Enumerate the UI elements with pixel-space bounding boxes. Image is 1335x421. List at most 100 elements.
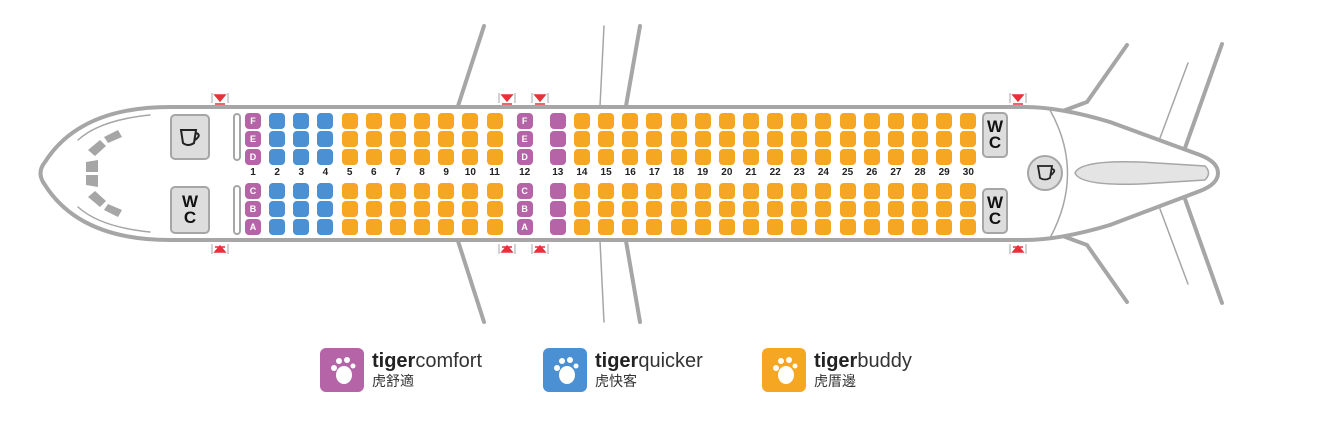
seat-4A[interactable] [317,219,334,235]
seat-16C[interactable] [622,183,639,199]
seat-15A[interactable] [598,219,615,235]
seat-20F[interactable] [718,113,735,129]
seat-26B[interactable] [863,201,880,217]
seat-28D[interactable] [912,149,929,165]
seat-3F[interactable] [293,113,310,129]
seat-6D[interactable] [365,149,382,165]
seat-22B[interactable] [767,201,784,217]
seat-22A[interactable] [767,219,784,235]
seat-9E[interactable] [438,131,455,147]
seat-1B[interactable]: B [245,201,261,217]
seat-7F[interactable] [389,113,406,129]
seat-23A[interactable] [791,219,808,235]
seat-1C[interactable]: C [245,183,261,199]
seat-4F[interactable] [317,113,334,129]
seat-14E[interactable] [573,131,590,147]
seat-30F[interactable] [960,113,977,129]
seat-21D[interactable] [743,149,759,165]
seat-22E[interactable] [767,131,784,147]
seat-16D[interactable] [622,149,639,165]
seat-6A[interactable] [365,219,382,235]
seat-28A[interactable] [912,219,929,235]
seat-26E[interactable] [863,131,880,147]
seat-24B[interactable] [815,201,832,217]
seat-18E[interactable] [670,131,687,147]
seat-12E[interactable]: E [516,131,533,147]
seat-17F[interactable] [646,113,663,129]
seat-10C[interactable] [462,183,479,199]
seat-18A[interactable] [670,219,687,235]
seat-6C[interactable] [365,183,382,199]
seat-26A[interactable] [863,219,880,235]
seat-20A[interactable] [718,219,735,235]
seat-9D[interactable] [438,149,455,165]
seat-3D[interactable] [293,149,310,165]
seat-10A[interactable] [462,219,479,235]
seat-12A[interactable]: A [516,219,533,235]
seat-30D[interactable] [960,149,977,165]
seat-9C[interactable] [438,183,455,199]
seat-1E[interactable]: E [245,131,261,147]
seat-4D[interactable] [317,149,334,165]
seat-26D[interactable] [863,149,880,165]
seat-13E[interactable] [549,131,566,147]
seat-3A[interactable] [293,219,310,235]
seat-13D[interactable] [549,149,566,165]
seat-21E[interactable] [743,131,759,147]
seat-19E[interactable] [694,131,711,147]
seat-27D[interactable] [887,149,904,165]
seat-29F[interactable] [936,113,953,129]
seat-24D[interactable] [815,149,832,165]
seat-13F[interactable] [549,113,566,129]
seat-17A[interactable] [646,219,663,235]
seat-12D[interactable]: D [516,149,533,165]
seat-22C[interactable] [767,183,784,199]
seat-16B[interactable] [622,201,639,217]
seat-20E[interactable] [718,131,735,147]
seat-4E[interactable] [317,131,334,147]
seat-1A[interactable]: A [245,219,261,235]
seat-13C[interactable] [549,183,566,199]
seat-12B[interactable]: B [516,201,533,217]
seat-9B[interactable] [438,201,455,217]
seat-13A[interactable] [549,219,566,235]
seat-4C[interactable] [317,183,334,199]
seat-12F[interactable]: F [516,113,533,129]
seat-8B[interactable] [414,201,431,217]
seat-9A[interactable] [438,219,455,235]
seat-5C[interactable] [341,183,358,199]
seat-11E[interactable] [486,131,503,147]
seat-17D[interactable] [646,149,663,165]
seat-27F[interactable] [887,113,904,129]
seat-30C[interactable] [960,183,977,199]
seat-10E[interactable] [462,131,479,147]
seat-1F[interactable]: F [245,113,261,129]
seat-23B[interactable] [791,201,808,217]
seat-15E[interactable] [598,131,615,147]
seat-3C[interactable] [293,183,310,199]
seat-14C[interactable] [573,183,590,199]
seat-22F[interactable] [767,113,784,129]
seat-26C[interactable] [863,183,880,199]
seat-2C[interactable] [269,183,286,199]
seat-28E[interactable] [912,131,929,147]
seat-28F[interactable] [912,113,929,129]
seat-30E[interactable] [960,131,977,147]
seat-26F[interactable] [863,113,880,129]
seat-10F[interactable] [462,113,479,129]
seat-19F[interactable] [694,113,711,129]
seat-18D[interactable] [670,149,687,165]
seat-8D[interactable] [414,149,431,165]
seat-23F[interactable] [791,113,808,129]
seat-7B[interactable] [389,201,406,217]
seat-5F[interactable] [341,113,358,129]
seat-1D[interactable]: D [245,149,261,165]
seat-8C[interactable] [414,183,431,199]
seat-28C[interactable] [912,183,929,199]
seat-20D[interactable] [718,149,735,165]
seat-27E[interactable] [887,131,904,147]
seat-25F[interactable] [839,113,856,129]
seat-11D[interactable] [486,149,503,165]
seat-25A[interactable] [839,219,856,235]
seat-18C[interactable] [670,183,687,199]
